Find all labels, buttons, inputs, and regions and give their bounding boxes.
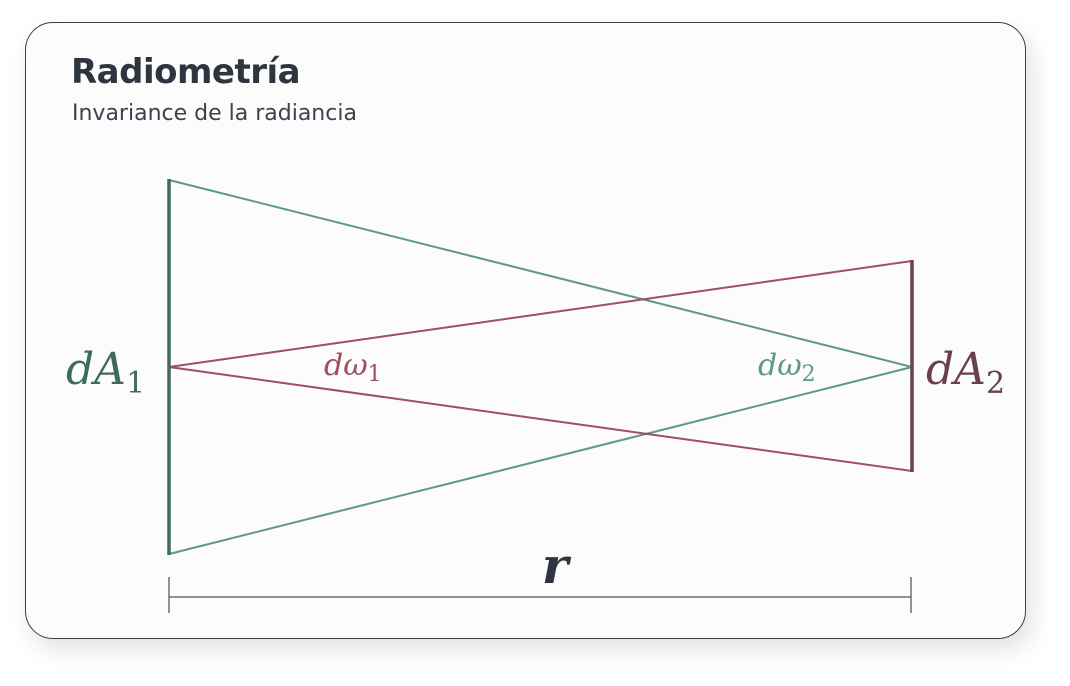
distance-label: r [542,536,572,595]
distance-marker [168,577,912,613]
red-ray-top [168,260,913,368]
green-cone [168,179,913,555]
red-cone [168,260,913,472]
green-ray-bottom [168,366,913,555]
solid-angle-2-label: dω2 [758,348,816,387]
page-subtitle: Invariance de la radiancia [72,101,357,126]
area-2-label: dA2 [926,344,1005,401]
red-ray-bottom [168,366,913,472]
page-title: Radiometría [71,52,301,92]
diagram-card [25,22,1026,639]
area-1-label: dA1 [66,344,145,401]
green-ray-top [168,179,913,368]
solid-angle-1-label: dω1 [324,348,382,387]
